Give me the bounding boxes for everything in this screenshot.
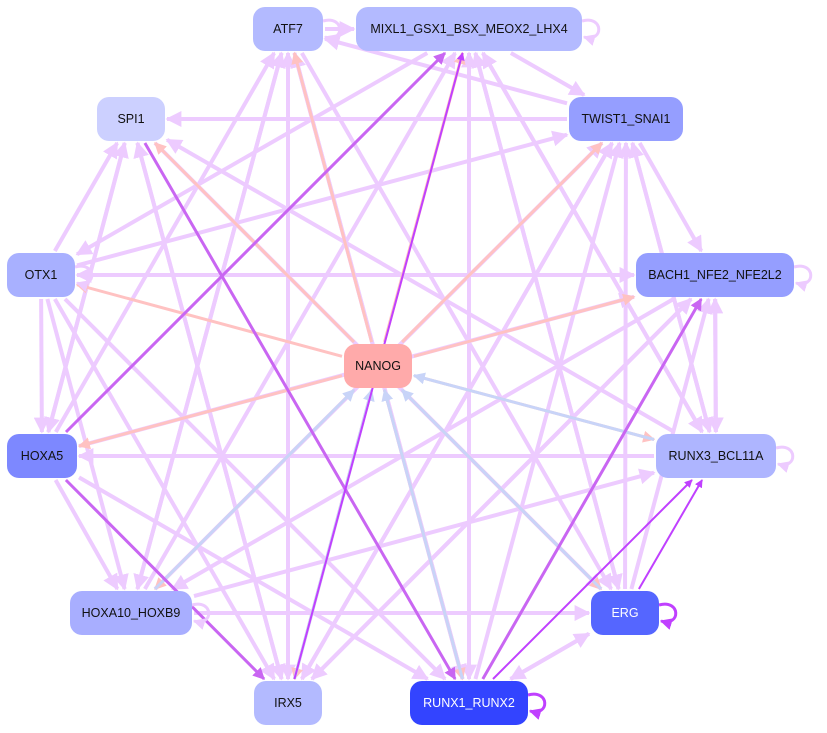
node-label: RUNX1_RUNX2	[423, 696, 515, 710]
node-label: ATF7	[273, 22, 303, 36]
edge-otx1-to-irx5	[53, 298, 276, 681]
node-runx3[interactable]: RUNX3_BCL11A	[656, 434, 776, 478]
edge-nanog-to-atf7	[291, 51, 374, 343]
edge-runx1-to-bach1	[481, 297, 703, 680]
edge-hoxa5-to-mixl1	[64, 51, 447, 434]
edge-hoxa5-to-hoxa10	[53, 479, 120, 591]
edge-runx1-to-runx3	[492, 479, 693, 680]
self-loop-atf7	[322, 18, 342, 46]
node-hoxa10[interactable]: HOXA10_HOXB9	[70, 591, 192, 635]
edge-nanog-to-twist1	[401, 141, 603, 344]
node-label: NANOG	[355, 359, 401, 373]
edge-hoxa10-to-nanog	[153, 388, 356, 591]
node-label: MIXL1_GSX1_BSX_MEOX2_LHX4	[370, 22, 568, 36]
edge-mixl1-to-twist1	[509, 51, 586, 97]
self-loop-runx3	[775, 445, 795, 473]
edge-spi1-to-runx1	[143, 142, 457, 681]
edge-erg-to-twist1	[617, 141, 634, 590]
node-erg[interactable]: ERG	[591, 591, 659, 635]
edge-mixl1-to-runx3	[481, 51, 704, 434]
node-mixl1[interactable]: MIXL1_GSX1_BSX_MEOX2_LHX4	[356, 7, 582, 51]
node-twist1[interactable]: TWIST1_SNAI1	[569, 97, 683, 141]
self-loop-bach1	[793, 264, 813, 292]
edge-runx3-to-nanog	[412, 372, 655, 441]
node-irx5[interactable]: IRX5	[254, 681, 322, 725]
node-label: ERG	[611, 606, 639, 620]
node-label: HOXA10_HOXB9	[81, 606, 181, 620]
node-atf7[interactable]: ATF7	[253, 7, 323, 51]
node-label: OTX1	[24, 268, 58, 282]
edge-runx3-to-spi1	[165, 138, 676, 434]
edge-twist1-to-irx5	[300, 141, 614, 681]
edge-erg-to-nanog	[400, 388, 603, 591]
edge-mixl1-to-otx1	[75, 51, 429, 257]
node-hoxa5[interactable]: HOXA5	[7, 434, 77, 478]
edge-erg-to-runx3	[638, 479, 703, 590]
node-spi1[interactable]: SPI1	[97, 97, 165, 141]
edge-hoxa5-to-irx5	[64, 478, 266, 681]
edge-nanog-to-otx1	[75, 281, 343, 358]
edge-twist1-to-bach1	[637, 142, 704, 253]
edge-bach1-to-hoxa10	[171, 297, 675, 591]
node-otx1[interactable]: OTX1	[7, 253, 75, 297]
edge-hoxa10-to-mixl1	[143, 51, 457, 591]
edge-nanog-to-bach1	[413, 293, 636, 358]
node-label: IRX5	[274, 696, 302, 710]
edge-otx1-to-spi1	[53, 141, 119, 252]
self-loop-otx1	[74, 264, 94, 292]
node-label: SPI1	[117, 112, 145, 126]
edge-hoxa5-to-runx1	[77, 475, 429, 681]
edge-atf7-to-erg	[300, 52, 613, 591]
edge-runx3-to-bach1	[707, 297, 724, 433]
edge-otx1-to-twist1	[76, 130, 569, 268]
node-runx1[interactable]: RUNX1_RUNX2	[410, 681, 528, 725]
self-loop-hoxa10	[191, 602, 211, 630]
node-label: BACH1_NFE2_NFE2L2	[648, 268, 782, 282]
node-label: RUNX3_BCL11A	[668, 449, 764, 463]
node-label: HOXA5	[20, 449, 64, 463]
node-bach1[interactable]: BACH1_NFE2_NFE2L2	[636, 253, 794, 297]
self-loop-erg	[658, 602, 678, 630]
edge-erg-to-runx1	[509, 632, 590, 681]
edge-runx1-to-nanog	[381, 388, 464, 680]
node-label: TWIST1_SNAI1	[581, 112, 671, 126]
self-loop-runx1	[527, 692, 547, 720]
node-nanog[interactable]: NANOG	[344, 344, 412, 388]
edge-nanog-to-hoxa5	[77, 374, 343, 450]
edge-otx1-to-hoxa5	[33, 298, 50, 434]
self-loop-mixl1	[581, 18, 601, 46]
